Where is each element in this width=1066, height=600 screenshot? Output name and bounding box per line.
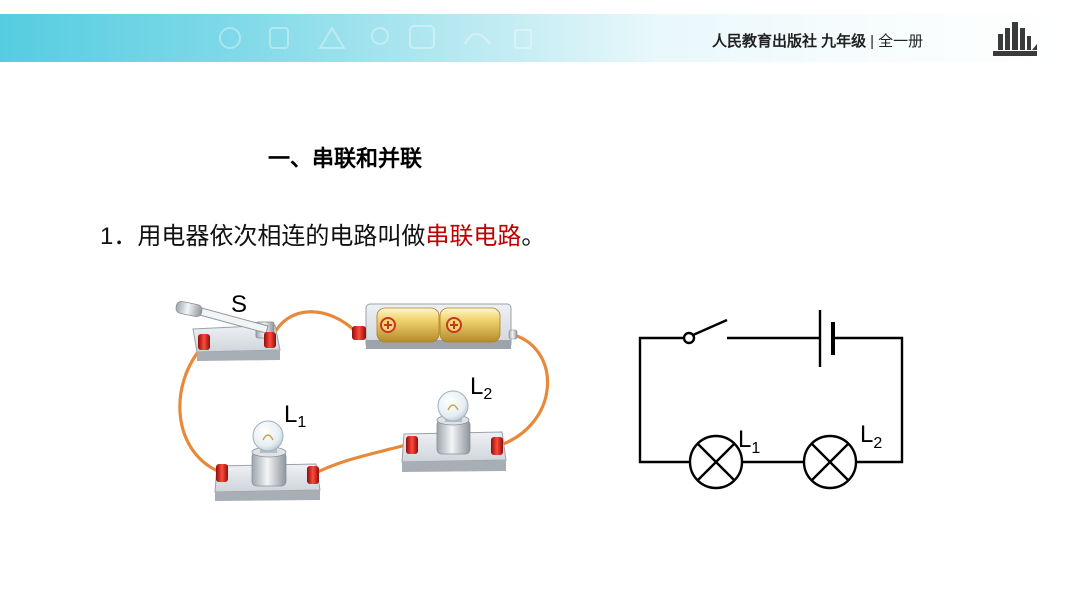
lamp1-label-sub: 1 [297, 414, 306, 431]
wire-battery-to-lamp2 [496, 333, 549, 448]
lamp2-label-letter: L [470, 373, 483, 400]
plus-circle-icon [446, 317, 462, 333]
lamp1-label: L1 [284, 401, 306, 431]
schematic-wire [833, 336, 904, 464]
wire-lamp1-to-lamp2 [312, 442, 412, 476]
wire-switch-to-lamp1 [178, 344, 222, 474]
plus-circle-icon [380, 317, 396, 333]
lamp1-label-letter: L [284, 401, 297, 428]
lamp-1 [214, 420, 321, 501]
section-title: 一、串联和并联 [268, 146, 423, 171]
header-separator: | [870, 33, 875, 50]
volume-label: 全一册 [878, 33, 924, 50]
lamp-2 [401, 390, 507, 472]
series-circuit-term: 串联电路 [425, 223, 522, 250]
schematic-lamp2-label: L2 [860, 421, 882, 452]
header-band [0, 14, 1066, 62]
schematic-lamp2-letter: L [860, 421, 873, 448]
lamp2-label-sub: 2 [483, 386, 492, 403]
switch-label: S [231, 291, 247, 318]
statement-prefix: 1．用电器依次相连的电路叫做 [100, 223, 426, 250]
pictorial-circuit: S L1 L2 [175, 291, 549, 501]
statement-suffix: 。 [521, 223, 546, 250]
wire-switch-to-battery [270, 310, 358, 340]
schematic-battery [818, 310, 835, 367]
publisher-grade: 人民教育出版社 九年级 [712, 33, 867, 50]
schematic-lamp-1 [688, 434, 744, 490]
schematic-lamp2-sub: 2 [873, 435, 882, 452]
schematic-lamp1-sub: 1 [751, 440, 760, 457]
schematic-lamp1-letter: L [738, 426, 751, 453]
header-text: 人民教育出版社 九年级|全一册 [712, 30, 923, 51]
knife-switch [175, 300, 281, 361]
lamp2-label: L2 [470, 373, 492, 403]
schematic-lamp-2 [802, 434, 858, 490]
publisher-logo-icon [993, 22, 1037, 56]
statement: 1．用电器依次相连的电路叫做串联电路。 [100, 216, 545, 251]
schematic-circuit [638, 310, 904, 490]
schematic-switch [682, 318, 728, 345]
schematic-wire [638, 336, 690, 464]
schematic-lamp1-label: L1 [738, 426, 760, 457]
header-decorative-icons [219, 25, 532, 49]
battery-holder [352, 303, 518, 349]
